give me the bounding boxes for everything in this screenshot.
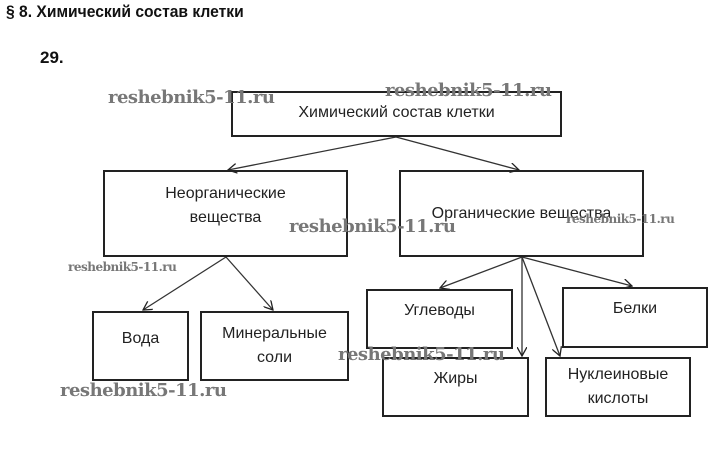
node-inorganic: Неорганические вещества xyxy=(103,170,348,257)
arrow-root-inorganic xyxy=(228,136,397,170)
node-minerals: Минеральные соли xyxy=(200,311,349,381)
node-proteins: Белки xyxy=(562,287,708,348)
watermark: reshebnik5-11.ru xyxy=(108,87,275,108)
arrow-organic-proteins xyxy=(521,256,632,286)
arrow-organic-carbs xyxy=(440,256,523,288)
watermark: reshebnik5-11.ru xyxy=(338,344,505,365)
arrow-organic-nucleic xyxy=(521,256,560,356)
arrow-root-organic xyxy=(395,136,519,170)
watermark: reshebnik5-11.ru xyxy=(566,212,675,226)
section-title: § 8. Химический состав клетки xyxy=(6,2,244,21)
node-fats: Жиры xyxy=(382,357,529,417)
node-nucleic: Нуклеиновые кислоты xyxy=(545,357,691,417)
node-root: Химический состав клетки xyxy=(231,91,562,137)
watermark: reshebnik5-11.ru xyxy=(60,380,227,401)
task-number: 29. xyxy=(40,48,64,67)
node-carbs: Углеводы xyxy=(366,289,513,349)
arrow-inorganic-minerals xyxy=(225,256,273,310)
arrow-inorganic-water xyxy=(143,256,227,310)
watermark: reshebnik5-11.ru xyxy=(385,80,552,101)
node-organic: Органические вещества xyxy=(399,170,644,257)
watermark: reshebnik5-11.ru xyxy=(68,260,177,274)
node-water: Вода xyxy=(92,311,189,381)
watermark: reshebnik5-11.ru xyxy=(289,216,456,237)
